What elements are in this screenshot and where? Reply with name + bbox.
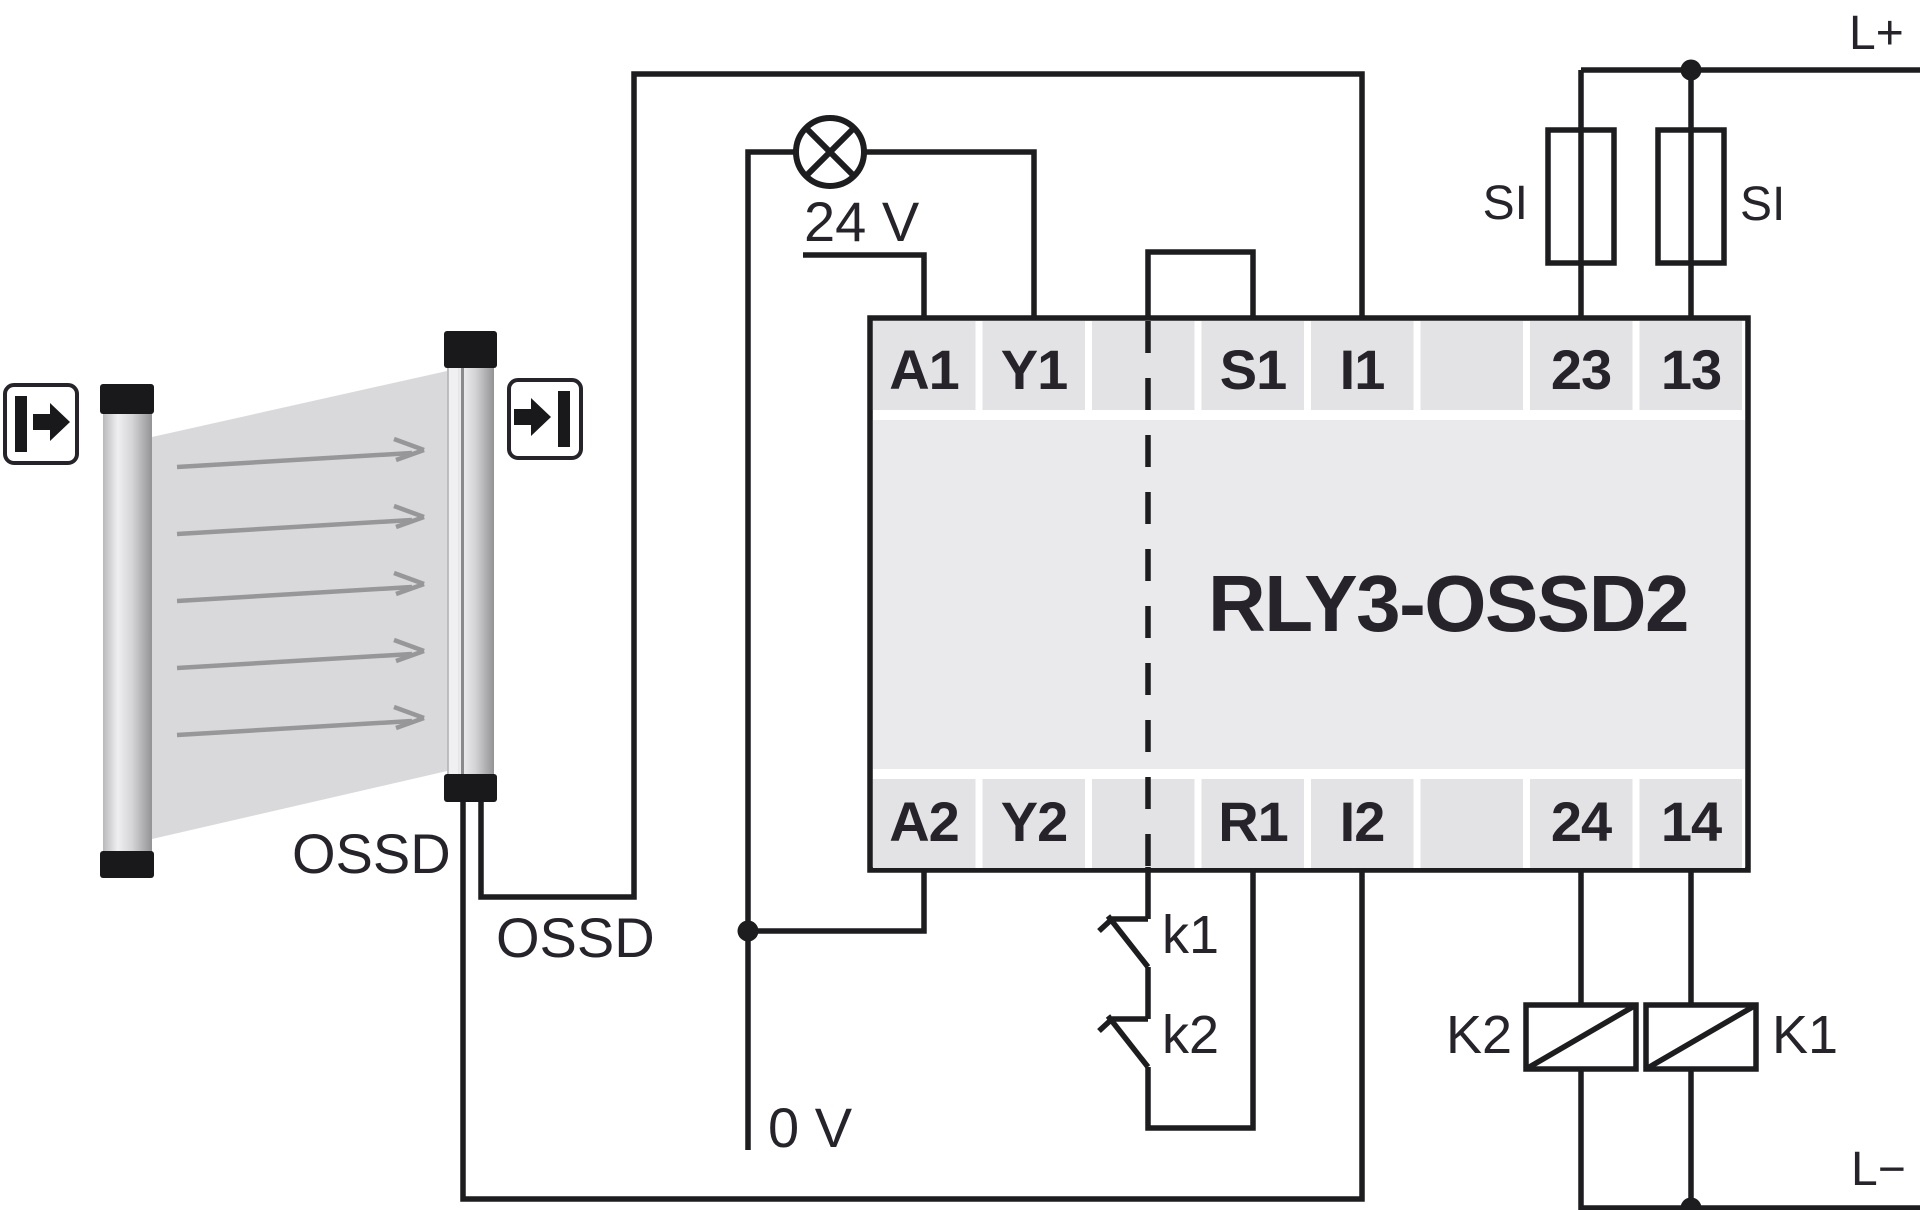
- wire-lamp-to-y1: [863, 149, 1037, 317]
- coil-k2-icon: [1523, 1002, 1639, 1072]
- terminal-s1: S1: [1219, 338, 1287, 401]
- coil-k2-label: K2: [1445, 1005, 1512, 1065]
- indicator-lamp-icon: [793, 115, 867, 189]
- terminal-cells-bottom: [873, 779, 1742, 868]
- wire-jumper-s1: [1145, 249, 1256, 319]
- terminal-a1: A1: [889, 338, 960, 401]
- terminal-13: 13: [1660, 338, 1722, 401]
- fuse-wires: [1578, 70, 1694, 317]
- beam-arrows: [176, 436, 425, 738]
- ossd1-label: OSSD: [292, 822, 451, 885]
- edm-chain: [1097, 867, 1256, 1131]
- receiver-bar: [444, 331, 497, 802]
- wire-24v-to-a1: [803, 252, 927, 317]
- coil-k1-icon: [1643, 1002, 1759, 1072]
- nc-contact-k1-icon: [1097, 914, 1151, 969]
- terminal-i2: I2: [1339, 790, 1386, 853]
- terminal-y1: Y1: [1000, 338, 1068, 401]
- coil-wires: [1578, 869, 1920, 1210]
- beam-arrow-icon: [176, 704, 425, 738]
- l-minus-label: L−: [1851, 1143, 1906, 1196]
- terminal-24: 24: [1550, 790, 1612, 853]
- wire-k2-to-r1: [1145, 869, 1256, 1131]
- fuse-si-right-label: SI: [1740, 178, 1786, 231]
- wire-lamp-to-0v: [745, 149, 797, 1150]
- junction-dot: [737, 920, 759, 942]
- wire-ossd1-to-i1: [478, 71, 1365, 900]
- ossd2-label: OSSD: [496, 906, 655, 969]
- beam-arrow-icon: [176, 570, 425, 604]
- module-title: RLY3-OSSD2: [1208, 559, 1690, 648]
- wires: [460, 67, 1920, 1202]
- emitter-icon: [3, 383, 79, 465]
- wire-0v-to-a2: [748, 869, 927, 934]
- supply-24v-label: 24 V: [804, 190, 920, 253]
- terminal-cells-top: [873, 321, 1742, 410]
- terminal-a2: A2: [889, 790, 960, 853]
- beam-arrow-icon: [176, 503, 425, 537]
- wire-ossd2-to-i2: [460, 799, 1365, 1202]
- nc-contact-k2-icon: [1097, 1014, 1151, 1069]
- emitter-bar: [100, 384, 154, 878]
- contact-k2-label: k2: [1162, 1005, 1220, 1065]
- terminal-14: 14: [1660, 790, 1722, 853]
- junction-dot: [1680, 1197, 1702, 1210]
- junction-dot: [1680, 59, 1702, 81]
- receiver-icon: [507, 378, 583, 460]
- contact-k1-label: k1: [1162, 905, 1220, 965]
- coil-k1-label: K1: [1772, 1005, 1839, 1065]
- terminal-y2: Y2: [1000, 790, 1068, 853]
- supply-0v-label: 0 V: [768, 1096, 853, 1159]
- beam-arrow-icon: [176, 637, 425, 671]
- beam-arrow-icon: [176, 436, 425, 470]
- terminal-i1: I1: [1339, 338, 1386, 401]
- fuse-si-left-label: SI: [1482, 177, 1528, 230]
- terminal-r1: R1: [1218, 790, 1289, 853]
- terminal-23: 23: [1550, 338, 1612, 401]
- l-plus-label: L+: [1849, 7, 1904, 60]
- wire-coil-k2-to-lminus: [1578, 1069, 1920, 1210]
